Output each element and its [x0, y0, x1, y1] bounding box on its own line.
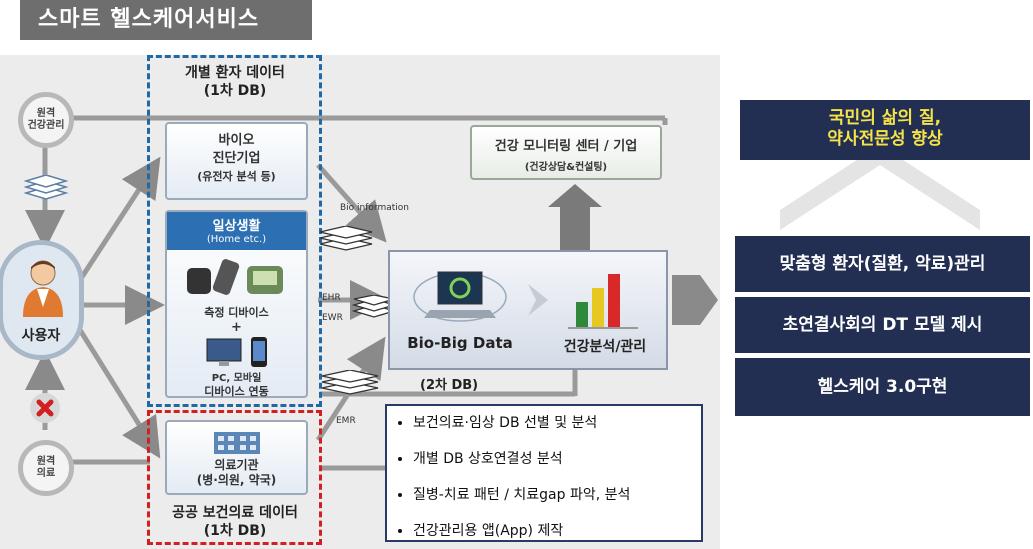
- remote-medical-circle: 원격 의료: [18, 440, 74, 496]
- public-data-db: (1차 DB): [203, 523, 267, 539]
- monitoring-title: 건강 모니터링 센터 / 기업: [494, 139, 638, 154]
- daily-life-box: 일상생활 (Home etc.) 측정 디바이스 + PC, 모바일 디바이스 …: [165, 210, 308, 398]
- user-label: 사용자: [21, 328, 61, 344]
- list-item: 개별 DB 상호연결성 분석: [413, 448, 701, 468]
- individual-data-group: [147, 55, 322, 407]
- pc-mobile-label: PC, 모바일: [211, 373, 262, 384]
- health-analysis-label: 건강분석/관리: [563, 339, 647, 355]
- result-box-3: 헬스케어 3.0구현: [735, 358, 1030, 416]
- plus-sign: +: [231, 320, 242, 335]
- list-item: 질병-치료 패턴 / 치료gap 파악, 분석: [413, 484, 701, 504]
- outcome-box: 국민의 삶의 질, 약사전문성 향상: [740, 100, 1030, 160]
- user-circle: 사용자: [0, 240, 84, 360]
- public-data-group: [147, 410, 322, 545]
- remote-health-circle: 원격 건강관리: [18, 92, 74, 148]
- data-stack-icon: [321, 370, 379, 395]
- individual-data-db: (1차 DB): [203, 83, 267, 99]
- devices-label: 측정 디바이스: [204, 306, 269, 319]
- page-title: 스마트 헬스케어서비스: [20, 0, 312, 40]
- daily-life-title: 일상생활: [212, 219, 261, 234]
- bio-info-label: Bio information: [340, 203, 409, 213]
- result-box-2: 초연결사회의 DT 모델 제시: [735, 297, 1030, 353]
- device-link-label: 디바이스 연동: [204, 385, 269, 398]
- blocked-icon: [30, 393, 60, 423]
- bio-company-box: 바이오 진단기업 (유전자 분석 등): [165, 122, 308, 200]
- user-icon: [23, 260, 63, 317]
- hospital-icon: [214, 432, 260, 454]
- individual-data-title: 개별 환자 데이터: [185, 65, 285, 81]
- monitoring-center-box: 건강 모니터링 센터 / 기업 (건강상담&컨설팅): [470, 125, 662, 180]
- medical-institution-box: 의료기관 (병·의원, 약국): [165, 420, 308, 495]
- result-box-1: 맞춤형 환자(질환, 악료)관리: [735, 236, 1030, 292]
- data-stack-icon: [23, 175, 69, 200]
- bio-company-line2: 진단기업: [212, 151, 261, 166]
- daily-life-sub: (Home etc.): [206, 234, 267, 245]
- public-data-title: 공공 보건의료 데이터: [172, 505, 298, 521]
- big-data-box: Bio-Big Data 건강분석/관리: [388, 250, 668, 370]
- bar-chart-icon: [568, 274, 638, 329]
- bio-company-line1: 바이오: [218, 133, 255, 148]
- outcome-line2: 약사전문성 향상: [827, 129, 943, 149]
- monitoring-sub: (건강상담&컨설팅): [524, 162, 608, 173]
- medical-institution-sub: (병·의원, 약국): [196, 473, 277, 487]
- big-data-laptop-icon: [413, 271, 507, 322]
- big-data-label: Bio-Big Data: [407, 334, 513, 352]
- list-item: 보건의료·임상 DB 선별 및 분석: [413, 412, 701, 432]
- pc-mobile-icon: [206, 337, 267, 367]
- medical-institution-label: 의료기관: [214, 458, 259, 472]
- secondary-db-label: (2차 DB): [420, 378, 479, 393]
- ewr-label: EWR: [322, 313, 343, 323]
- list-item: 건강관리용 앱(App) 제작: [413, 520, 701, 540]
- public-data-label: 공공 보건의료 데이터 (1차 DB): [150, 504, 320, 540]
- chevron-right-icon: [528, 284, 548, 316]
- daily-life-header: 일상생활 (Home etc.): [167, 212, 306, 250]
- emr-label: EMR: [336, 416, 356, 426]
- outcome-line1: 국민의 삶의 질,: [828, 108, 942, 128]
- individual-data-label: 개별 환자 데이터 (1차 DB): [150, 64, 320, 100]
- measurement-devices-icon: [186, 259, 283, 295]
- analysis-list-box: 보건의료·임상 DB 선별 및 분석 개별 DB 상호연결성 분석 질병-치료 …: [385, 404, 703, 542]
- bio-company-line3: (유전자 분석 등): [197, 170, 276, 183]
- data-stack-icon: [319, 226, 373, 251]
- ehr-label: EHR: [322, 293, 341, 303]
